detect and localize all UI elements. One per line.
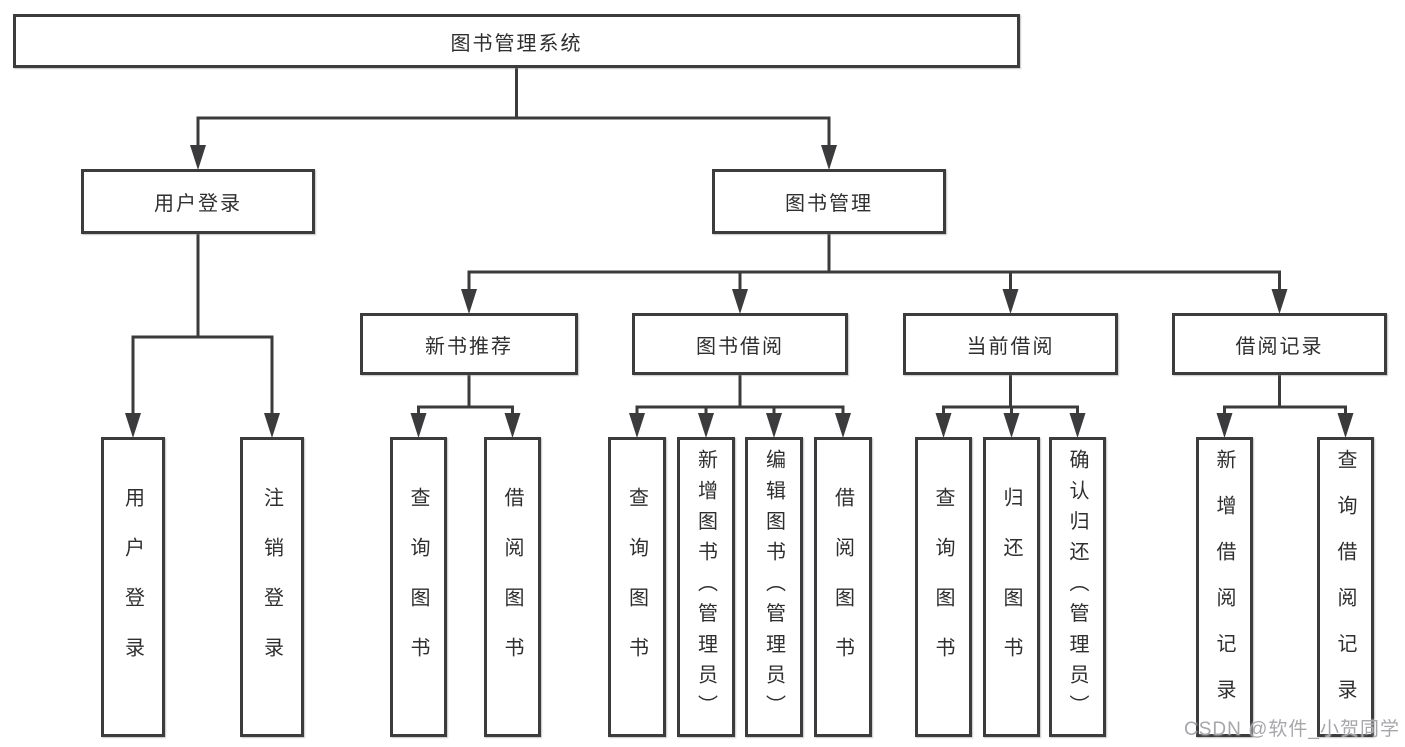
node-cb-return-books: 归还图书: [983, 437, 1040, 737]
node-book-borrow: 图书借阅: [632, 313, 848, 375]
node-br-add-borrow-record: 新增借阅记录: [1196, 437, 1253, 737]
node-borrow-records: 借阅记录: [1172, 313, 1387, 375]
node-bb-query-books: 查询图书: [608, 437, 666, 737]
node-cb-confirm-return-admin: 确认归还（管理员）: [1049, 437, 1106, 737]
node-library-system: 图书管理系统: [13, 14, 1020, 68]
node-leaf-logout: 注销登录: [240, 437, 304, 737]
node-rec-borrow-books: 借阅图书: [484, 437, 541, 737]
node-user-login: 用户登录: [81, 169, 315, 234]
node-br-query-borrow-record: 查询借阅记录: [1317, 437, 1374, 737]
node-bb-add-books-admin: 新增图书（管理员）: [677, 437, 735, 737]
node-book-management: 图书管理: [712, 169, 946, 234]
node-current-borrow: 当前借阅: [903, 313, 1118, 375]
node-cb-query-books: 查询图书: [915, 437, 972, 737]
node-rec-query-books: 查询图书: [390, 437, 447, 737]
node-bb-edit-books-admin: 编辑图书（管理员）: [745, 437, 803, 737]
node-new-book-recommend: 新书推荐: [360, 313, 578, 375]
node-bb-borrow-books: 借阅图书: [814, 437, 872, 737]
node-leaf-user-login: 用户登录: [101, 437, 165, 737]
watermark-text: CSDN @软件_小贺同学: [1184, 719, 1400, 740]
